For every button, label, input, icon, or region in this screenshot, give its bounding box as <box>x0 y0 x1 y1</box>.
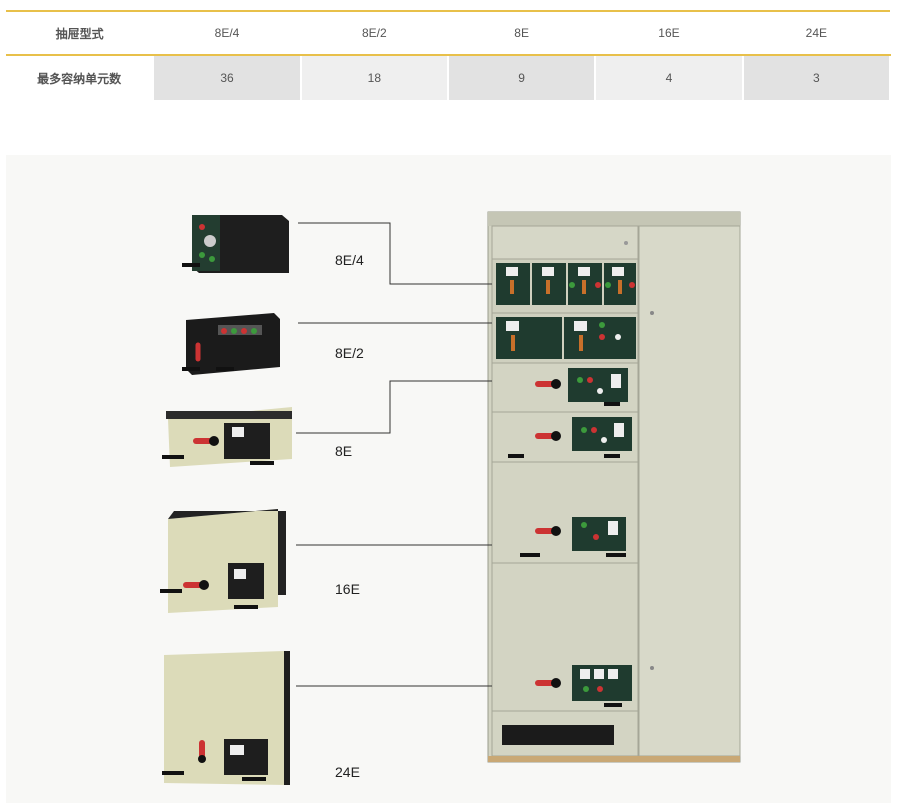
cell-type-8e: 8E <box>447 10 596 56</box>
switchgear-illustration <box>160 211 741 785</box>
table-row-max-units: 最多容纳单元数 36 18 9 4 3 <box>6 55 892 100</box>
cell-units-24e: 3 <box>742 55 892 100</box>
switchgear-figure: 8E/4 8E/2 8E 16E 24E <box>6 155 891 803</box>
module-8e-image <box>162 407 292 467</box>
label-8e2: 8E/2 <box>335 345 364 361</box>
label-24e: 24E <box>335 764 360 780</box>
module-8e4-image <box>182 215 289 273</box>
cell-type-8e4: 8E/4 <box>153 10 301 56</box>
cell-units-8e: 9 <box>447 55 597 100</box>
leader-line-8e <box>296 380 492 434</box>
row-label-max-units: 最多容纳单元数 <box>6 55 155 100</box>
cell-type-8e2: 8E/2 <box>300 10 448 56</box>
table-row-drawer-type: 抽屉型式 8E/4 8E/2 8E 16E 24E <box>6 10 890 56</box>
module-16e-image <box>160 509 286 613</box>
row-label-drawer-type: 抽屉型式 <box>6 10 154 56</box>
cell-units-8e4: 36 <box>153 55 302 100</box>
spec-table: 抽屉型式 8E/4 8E/2 8E 16E 24E 最多容纳单元数 36 18 … <box>6 10 892 100</box>
cabinet <box>487 211 741 763</box>
cell-type-24e: 24E <box>742 10 890 56</box>
label-16e: 16E <box>335 581 360 597</box>
label-8e4: 8E/4 <box>335 252 364 268</box>
cell-units-8e2: 18 <box>300 55 449 100</box>
leader-line-8e4 <box>298 222 492 285</box>
cell-units-16e: 4 <box>595 55 744 100</box>
module-24e-image <box>162 651 290 785</box>
cell-type-16e: 16E <box>595 10 743 56</box>
label-8e: 8E <box>335 443 353 459</box>
module-8e2-image <box>182 313 280 375</box>
leader-lines <box>296 222 492 687</box>
